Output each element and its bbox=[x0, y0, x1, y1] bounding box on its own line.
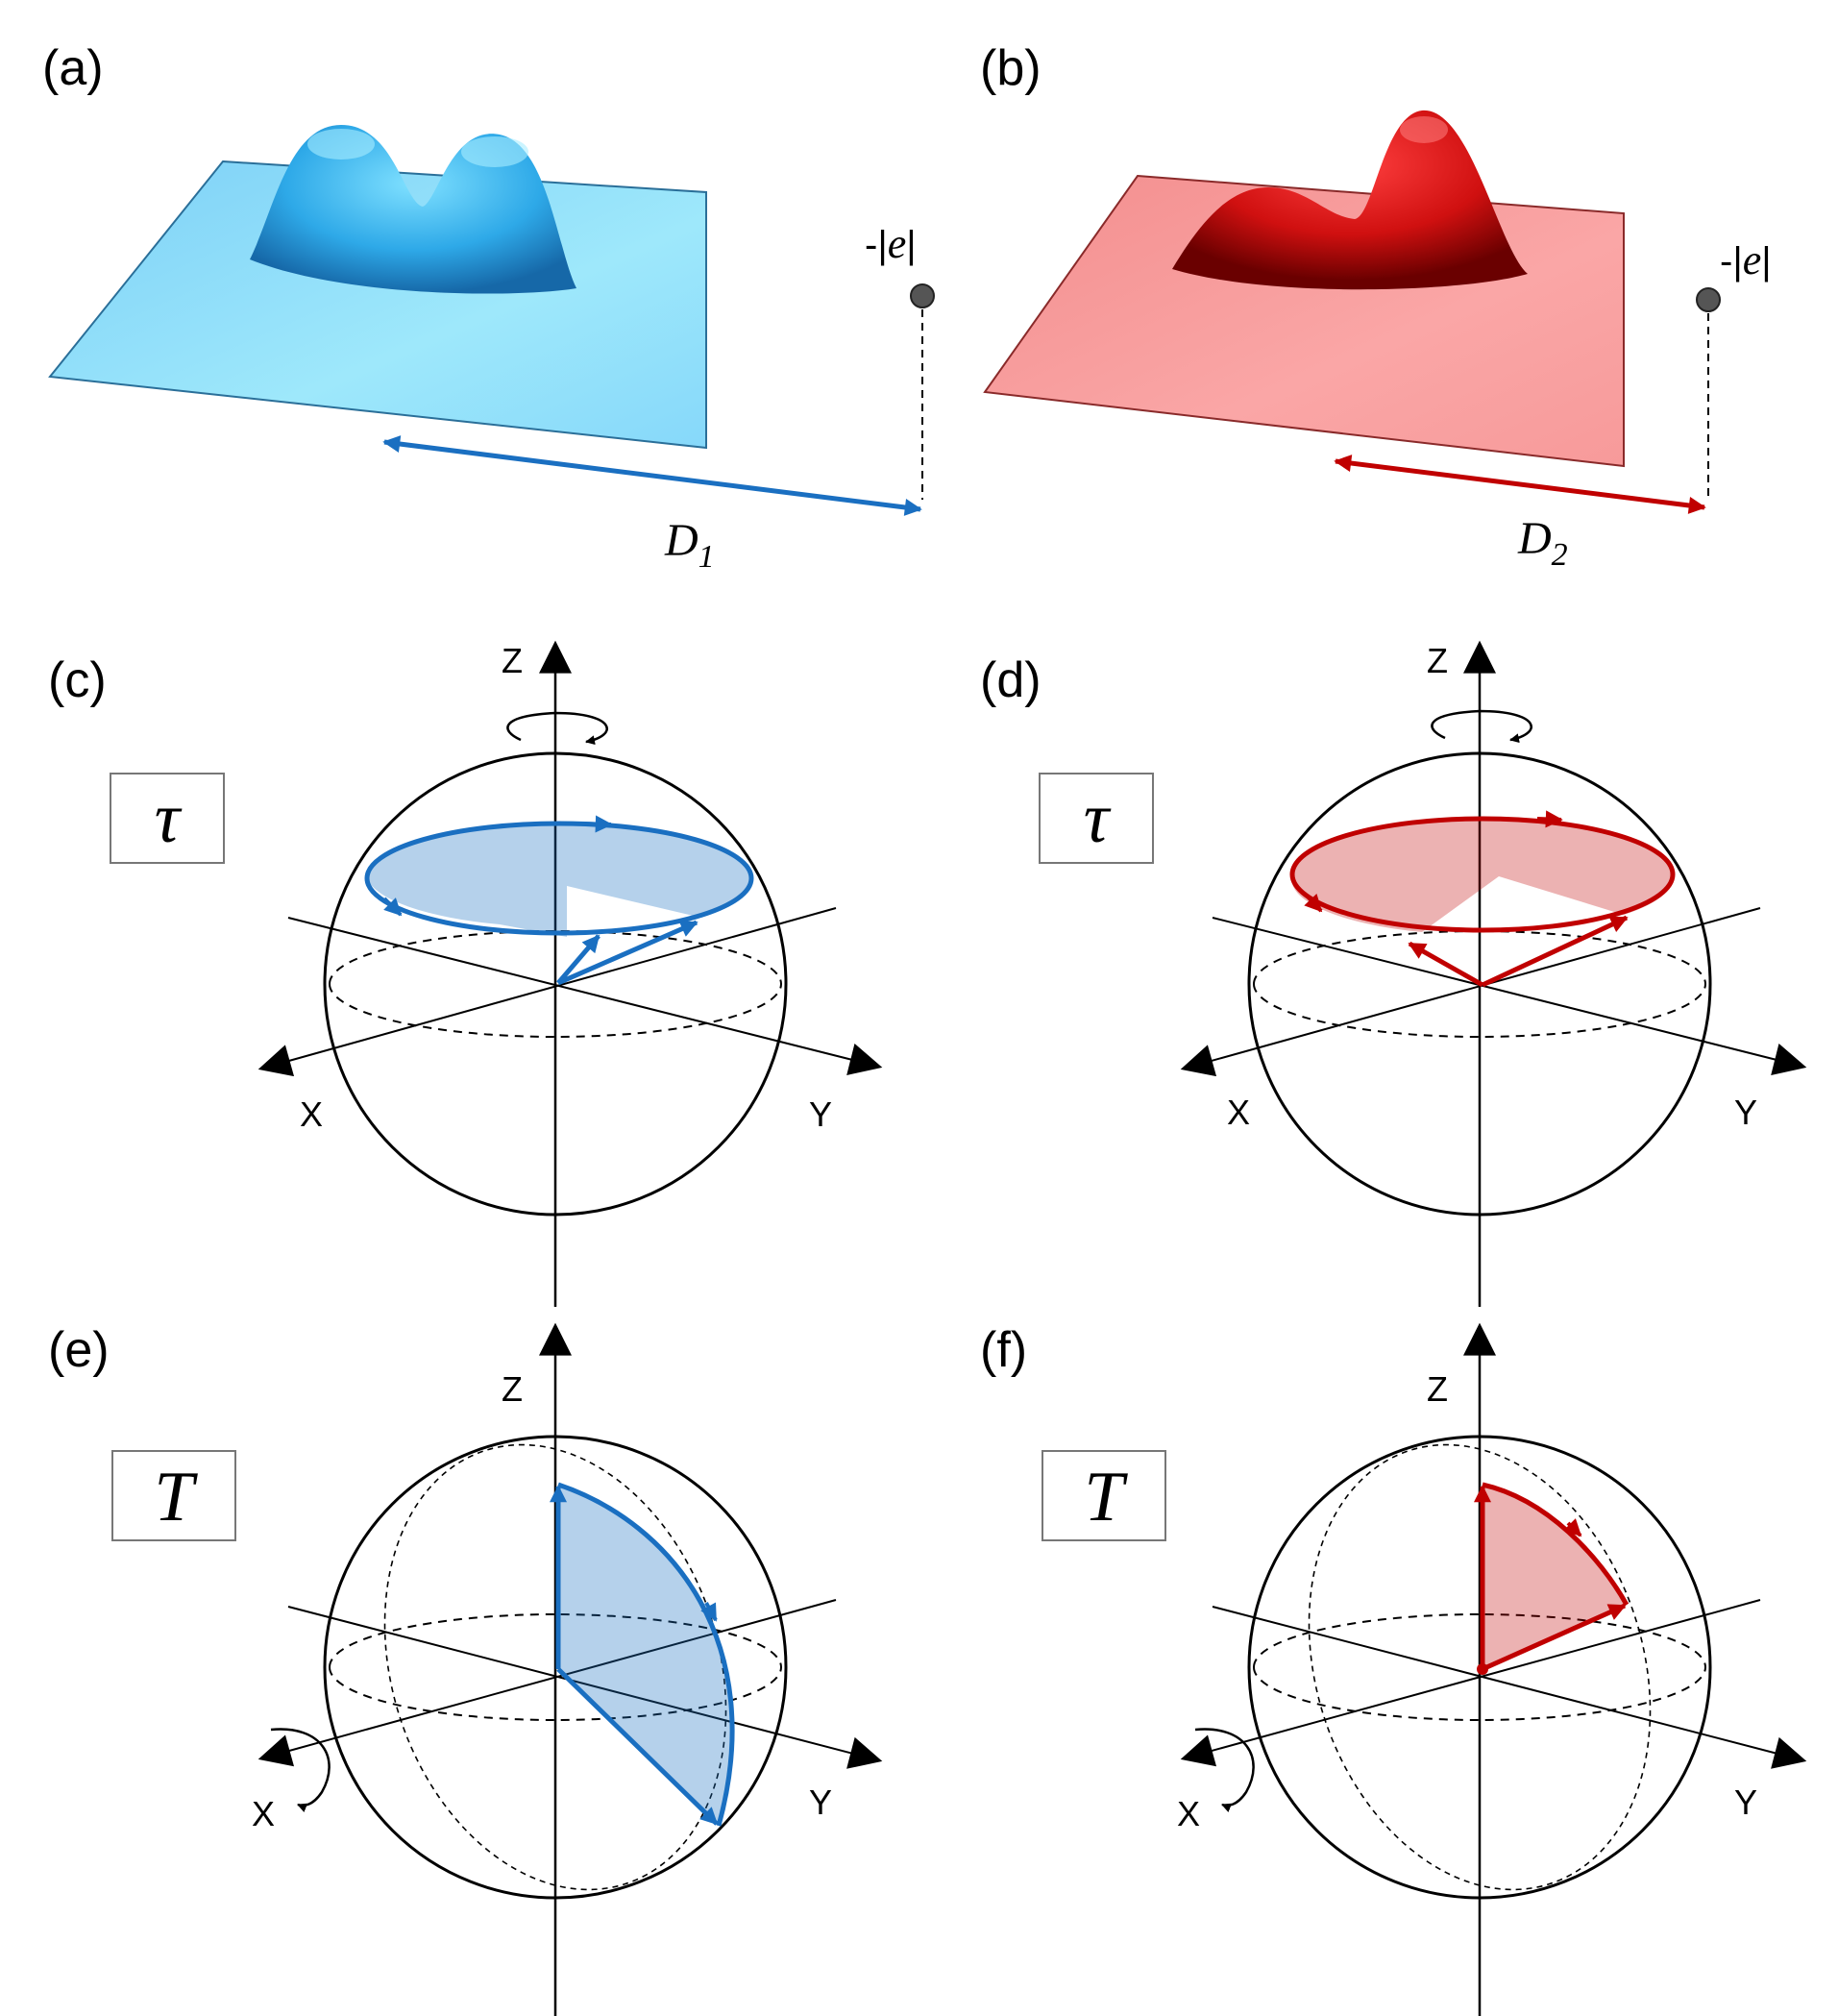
panel-label: (a) bbox=[42, 40, 104, 96]
bloch-vector-end bbox=[556, 1667, 719, 1826]
y-axis bbox=[1212, 917, 1807, 1076]
y-axis bbox=[287, 917, 883, 1076]
charge-prefix: -| bbox=[865, 224, 888, 266]
bloch-vector-end bbox=[556, 934, 600, 985]
y-axis bbox=[1212, 1606, 1807, 1769]
svg-text:-|e|: -|e| bbox=[865, 220, 917, 267]
bloch-sphere: Z X Y bbox=[1177, 1322, 1807, 2016]
axis-label-y: Y bbox=[809, 1782, 832, 1822]
charge-symbol: e bbox=[1743, 236, 1762, 283]
distance-arrow bbox=[1334, 455, 1706, 514]
svg-text:T: T bbox=[1084, 1458, 1128, 1537]
distance-label: D1 bbox=[664, 515, 715, 575]
x-axis bbox=[257, 1599, 837, 1767]
electron-density-surface bbox=[48, 125, 707, 450]
svg-text:τ: τ bbox=[155, 779, 183, 858]
panel-b: (b) -|e| D2 bbox=[980, 40, 1772, 573]
bloch-vector-start bbox=[556, 920, 698, 986]
axis-label-z: Z bbox=[502, 1369, 523, 1409]
axis-label-x: X bbox=[252, 1794, 275, 1833]
panel-a: (a) -|e| D1 bbox=[42, 40, 935, 575]
distance-label: D2 bbox=[1517, 513, 1568, 573]
rotation-path bbox=[550, 1482, 735, 1827]
panel-f: (f) T Z X Y bbox=[980, 1322, 1807, 2016]
rotation-arrow bbox=[1431, 709, 1532, 744]
bloch-vector-start bbox=[1481, 915, 1629, 988]
axis-label-x: X bbox=[1177, 1794, 1200, 1833]
symbol-box: T bbox=[1042, 1450, 1166, 1541]
distance-arrow bbox=[382, 435, 922, 516]
electron-density-surface bbox=[983, 110, 1625, 468]
svg-text:T: T bbox=[154, 1458, 198, 1537]
symbol-box: T bbox=[111, 1450, 236, 1541]
svg-text:-|e|: -|e| bbox=[1720, 236, 1772, 283]
rotation-arrow bbox=[1194, 1728, 1255, 1812]
x-axis bbox=[1180, 907, 1761, 1077]
axis-label-z: Z bbox=[502, 641, 523, 680]
panel-label: (c) bbox=[48, 652, 107, 708]
symbol-box: τ bbox=[110, 773, 225, 864]
charge-symbol: e bbox=[888, 220, 907, 267]
rotation-arrow bbox=[270, 1728, 331, 1812]
axis-label-y: Y bbox=[1734, 1782, 1757, 1822]
rotation-path bbox=[1474, 1482, 1630, 1675]
panel-label: (e) bbox=[48, 1322, 110, 1378]
y-axis bbox=[287, 1606, 883, 1769]
x-axis bbox=[257, 907, 837, 1077]
precession-path bbox=[364, 815, 754, 986]
panel-e: (e) T Z X Y bbox=[48, 1322, 883, 2016]
charge-prefix: -| bbox=[1720, 240, 1743, 283]
charge-suffix: | bbox=[906, 224, 916, 266]
axis-label-z: Z bbox=[1427, 1369, 1448, 1409]
bloch-vector-end bbox=[1481, 1603, 1627, 1672]
axis-label-z: Z bbox=[1427, 641, 1448, 680]
axis-label-y: Y bbox=[809, 1094, 832, 1134]
bloch-sphere: Z X Y bbox=[1180, 640, 1807, 1307]
x-axis bbox=[1180, 1599, 1761, 1767]
bloch-sphere: Z X Y bbox=[257, 640, 883, 1307]
symbol-box: τ bbox=[1039, 773, 1154, 864]
point-charge: -|e| bbox=[865, 220, 935, 500]
panel-label: (d) bbox=[980, 652, 1042, 708]
charge-suffix: | bbox=[1761, 240, 1771, 283]
panel-label: (f) bbox=[980, 1322, 1027, 1378]
bloch-vector-end bbox=[1408, 941, 1484, 988]
panel-c: (c) τ Z X Y bbox=[48, 640, 883, 1307]
axis-label-x: X bbox=[1227, 1093, 1250, 1132]
point-charge: -|e| bbox=[1696, 236, 1772, 498]
svg-text:τ: τ bbox=[1084, 779, 1112, 858]
axis-label-y: Y bbox=[1734, 1093, 1757, 1132]
rotation-arrow bbox=[506, 711, 608, 746]
precession-path bbox=[1289, 810, 1676, 988]
panel-label: (b) bbox=[980, 40, 1042, 96]
axis-label-x: X bbox=[300, 1094, 323, 1134]
panel-d: (d) τ Z X Y bbox=[980, 640, 1807, 1307]
